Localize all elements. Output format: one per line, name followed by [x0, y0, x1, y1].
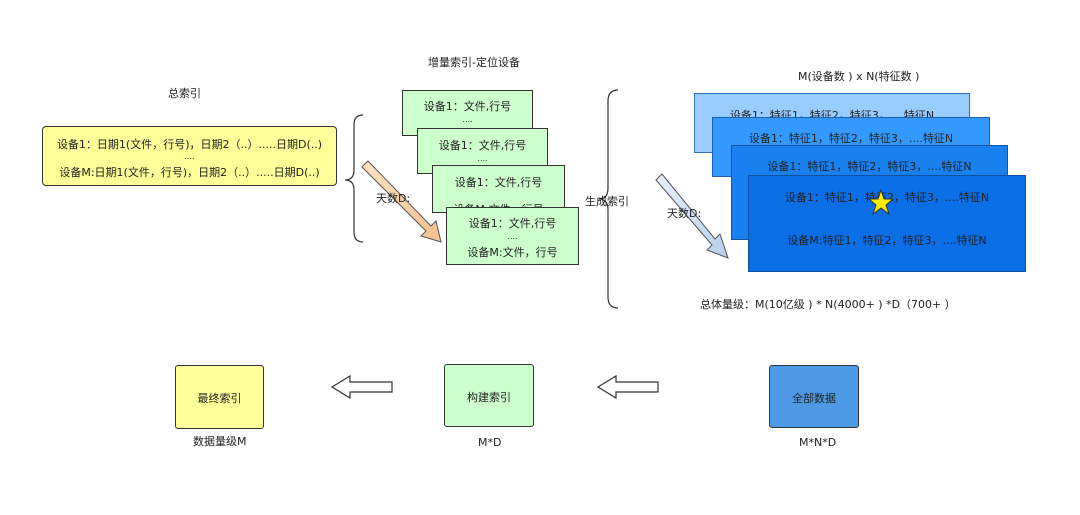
total-index-box[interactable]: 设备1：日期1(文件，行号)，日期2（..）.....日期D(..) .... …	[42, 126, 337, 186]
arrow-left-icon	[330, 374, 393, 400]
total-index-line1: 设备1：日期1(文件，行号)，日期2（..）.....日期D(..)	[56, 138, 323, 151]
incremental-card-2-dots: ....	[477, 154, 488, 163]
incremental-card-3-line1: 设备1：文件,行号	[454, 176, 543, 189]
incremental-card-4-dots: ....	[507, 232, 518, 241]
incremental-card-1-dots: ....	[462, 115, 473, 124]
final-index-label: 最终索引	[197, 392, 242, 405]
scale-text: 总体量级：M(10亿级 ) * N(4000+ ) *D（700+ ）	[700, 298, 956, 311]
total-index-line2: 设备M:日期1(文件，行号)，日期2（..）.....日期D(..)	[59, 166, 320, 179]
all-data-caption: M*N*D	[799, 436, 837, 449]
feature-card-2-line1: 设备1：特征1，特征2，特征3，....特征N	[748, 132, 954, 145]
all-data-box[interactable]: 全部数据	[769, 365, 859, 428]
feature-card-4[interactable]: 设备1：特征1，特征2，特征3，....特征N 设备M:特征1，特征2，特征3，…	[748, 175, 1026, 272]
incremental-card-1-line1: 设备1：文件,行号	[423, 100, 512, 113]
all-data-label: 全部数据	[792, 392, 836, 405]
incremental-title: 增量索引-定位设备	[428, 56, 520, 69]
feature-card-4-line1: 设备1：特征1，特征2，特征3，....特征N	[784, 191, 990, 204]
arrow-left-icon	[596, 374, 659, 400]
all-data-title: M(设备数 ) x N(特征数 )	[798, 70, 920, 83]
generate-index-label: 生成索引	[585, 195, 629, 208]
build-index-label: 构建索引	[467, 391, 511, 404]
incremental-card-2-line1: 设备1：文件,行号	[438, 139, 527, 152]
build-index-caption: M*D	[478, 436, 502, 449]
incremental-card-4[interactable]: 设备1：文件,行号 .... 设备M:文件，行号	[446, 207, 579, 265]
final-index-caption: 数据量级M	[193, 435, 247, 448]
feature-card-4-line2: 设备M:特征1，特征2，特征3，....特征N	[787, 234, 987, 247]
incremental-days-label: 天数D:	[376, 192, 411, 205]
build-index-box[interactable]: 构建索引	[444, 364, 534, 427]
all-data-days-label: 天数D:	[667, 207, 702, 220]
incremental-card-4-line2: 设备M:文件，行号	[467, 246, 558, 259]
feature-card-3-line1: 设备1：特征1，特征2，特征3，....特征N	[767, 160, 972, 173]
total-index-title: 总索引	[168, 87, 201, 100]
incremental-card-4-line1: 设备1：文件,行号	[468, 217, 557, 230]
final-index-box[interactable]: 最终索引	[175, 365, 264, 429]
total-index-dots: ....	[184, 152, 195, 161]
